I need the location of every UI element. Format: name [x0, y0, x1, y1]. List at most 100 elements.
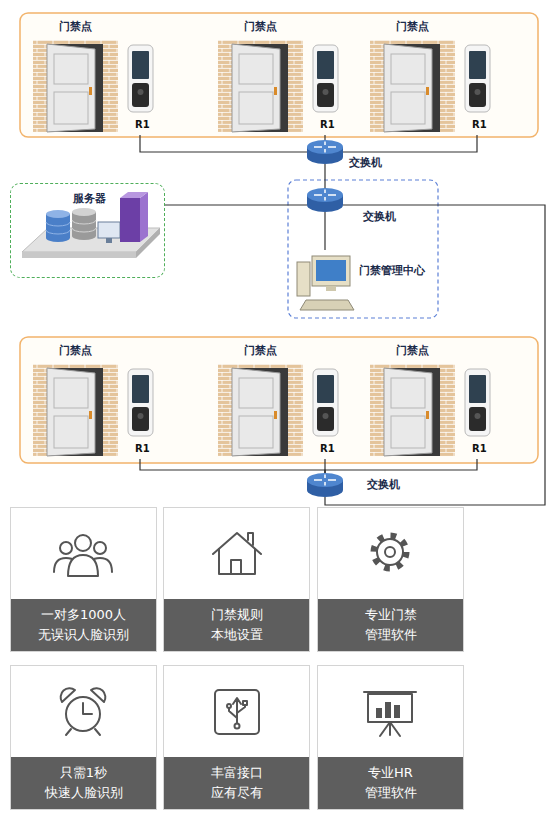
feature-icon [385, 702, 391, 718]
connector-line [140, 459, 325, 473]
feature-icon [66, 703, 100, 735]
switch-label: 交换机 [349, 156, 382, 169]
feature-caption: 门禁规则 本地设置 [164, 605, 309, 645]
feature-icon [94, 542, 106, 554]
group-label: 服务器 [73, 192, 106, 205]
feature-tile: 丰富接口 应有尽有 [163, 665, 310, 810]
management-zone [288, 180, 438, 318]
reader-label: R1 [472, 442, 487, 455]
feature-caption: 专业HR 管理软件 [318, 763, 463, 803]
door-band [20, 337, 538, 463]
access-point: 门禁点R1 [218, 20, 343, 135]
door-illustration [370, 40, 490, 132]
server-illustration [46, 210, 70, 218]
caption-bar: 专业HR 管理软件 [318, 757, 463, 809]
reader-label: R1 [472, 118, 487, 131]
feature-icon [377, 539, 403, 565]
door-label: 门禁点 [59, 344, 92, 357]
door-label: 门禁点 [244, 20, 277, 33]
feature-icon [380, 722, 400, 736]
door-label: 门禁点 [396, 344, 429, 357]
reader-label: R1 [320, 442, 335, 455]
computer-illustration [316, 260, 346, 281]
server-illustration [140, 192, 148, 242]
feature-icon [219, 549, 255, 574]
switch-icon [307, 473, 343, 497]
computer-illustration [300, 300, 354, 310]
feature-icon [235, 724, 240, 729]
feature-icon [60, 542, 72, 554]
caption-bar: 只需1秒 快速人脸识别 [11, 757, 156, 809]
feature-icon [385, 547, 395, 557]
network-switch: 交换机 [307, 473, 343, 497]
feature-icon [364, 691, 416, 693]
feature-tile: 专业门禁 管理软件 [317, 507, 464, 652]
switch-icon [307, 140, 343, 164]
server-illustration [72, 212, 96, 240]
caption-bar: 门禁规则 本地设置 [164, 599, 309, 651]
connector-line [140, 135, 307, 152]
door-band [20, 13, 538, 463]
feature-caption: 一对多1000人 无误识人脸识别 [11, 605, 156, 645]
access-point: 门禁点 R1 [370, 344, 495, 459]
connector-line [325, 459, 477, 473]
access-point: 门禁点 R1 [33, 344, 158, 459]
management-zone [288, 180, 438, 318]
door-illustration [218, 364, 338, 456]
feature-icon [75, 535, 91, 551]
access-point: 门禁点 R1 [370, 20, 495, 135]
network-switch: 交换机 [307, 140, 343, 164]
reader-label: R1 [135, 118, 150, 131]
server-illustration [72, 220, 96, 232]
feature-tile: 一对多1000人 无误识人脸识别 [10, 507, 157, 652]
server-group: 服务器 [10, 183, 165, 278]
door-illustration [33, 364, 153, 456]
server-illustration [46, 222, 70, 234]
feature-tile: 专业HR 管理软件 [317, 665, 464, 810]
caption-bar: 一对多1000人 无误识人脸识别 [11, 599, 156, 651]
network-switch: 交换机 [307, 188, 343, 212]
feature-icon [231, 560, 241, 574]
switch-label: 交换机 [367, 478, 400, 491]
computer-illustration [326, 286, 336, 291]
server-illustration [72, 208, 96, 216]
server-illustration [46, 214, 70, 242]
feature-caption: 专业门禁 管理软件 [318, 605, 463, 645]
feature-caption: 丰富接口 应有尽有 [164, 763, 309, 803]
feature-icon [227, 704, 231, 708]
feature-icon [215, 690, 259, 734]
station-label: 门禁管理中心 [359, 264, 425, 277]
server-illustration [22, 192, 160, 258]
connector-line [324, 135, 325, 140]
feature-icon [213, 533, 261, 554]
computer-illustration [297, 262, 310, 296]
reader-label: R1 [135, 442, 150, 455]
feature-tile: 门禁规则 本地设置 [163, 507, 310, 652]
server-illustration [120, 198, 140, 242]
server-illustration [106, 238, 112, 243]
connector-line [324, 164, 325, 188]
switch-icon [307, 188, 343, 212]
switch-label: 交换机 [363, 210, 396, 223]
feature-caption: 只需1秒 快速人脸识别 [11, 763, 156, 803]
access-point: 门禁点 R1 [218, 344, 343, 459]
computer-illustration [297, 256, 354, 310]
switch-icon [307, 140, 343, 497]
feature-icon [374, 536, 406, 568]
door-label: 门禁点 [244, 344, 277, 357]
door-label: 门禁点 [59, 20, 92, 33]
door-illustration [370, 364, 490, 456]
server-illustration [120, 192, 148, 198]
feature-icon [243, 701, 247, 705]
connector-line [324, 212, 325, 250]
caption-bar: 专业门禁 管理软件 [318, 599, 463, 651]
door-illustration [33, 40, 153, 132]
connector-line [165, 204, 307, 205]
feature-icon [248, 533, 253, 545]
computer-illustration [312, 256, 350, 286]
feature-icon [394, 705, 400, 718]
door-label: 门禁点 [396, 20, 429, 33]
access-point: 门禁点 R1 [33, 20, 158, 135]
connector-line [343, 135, 477, 152]
